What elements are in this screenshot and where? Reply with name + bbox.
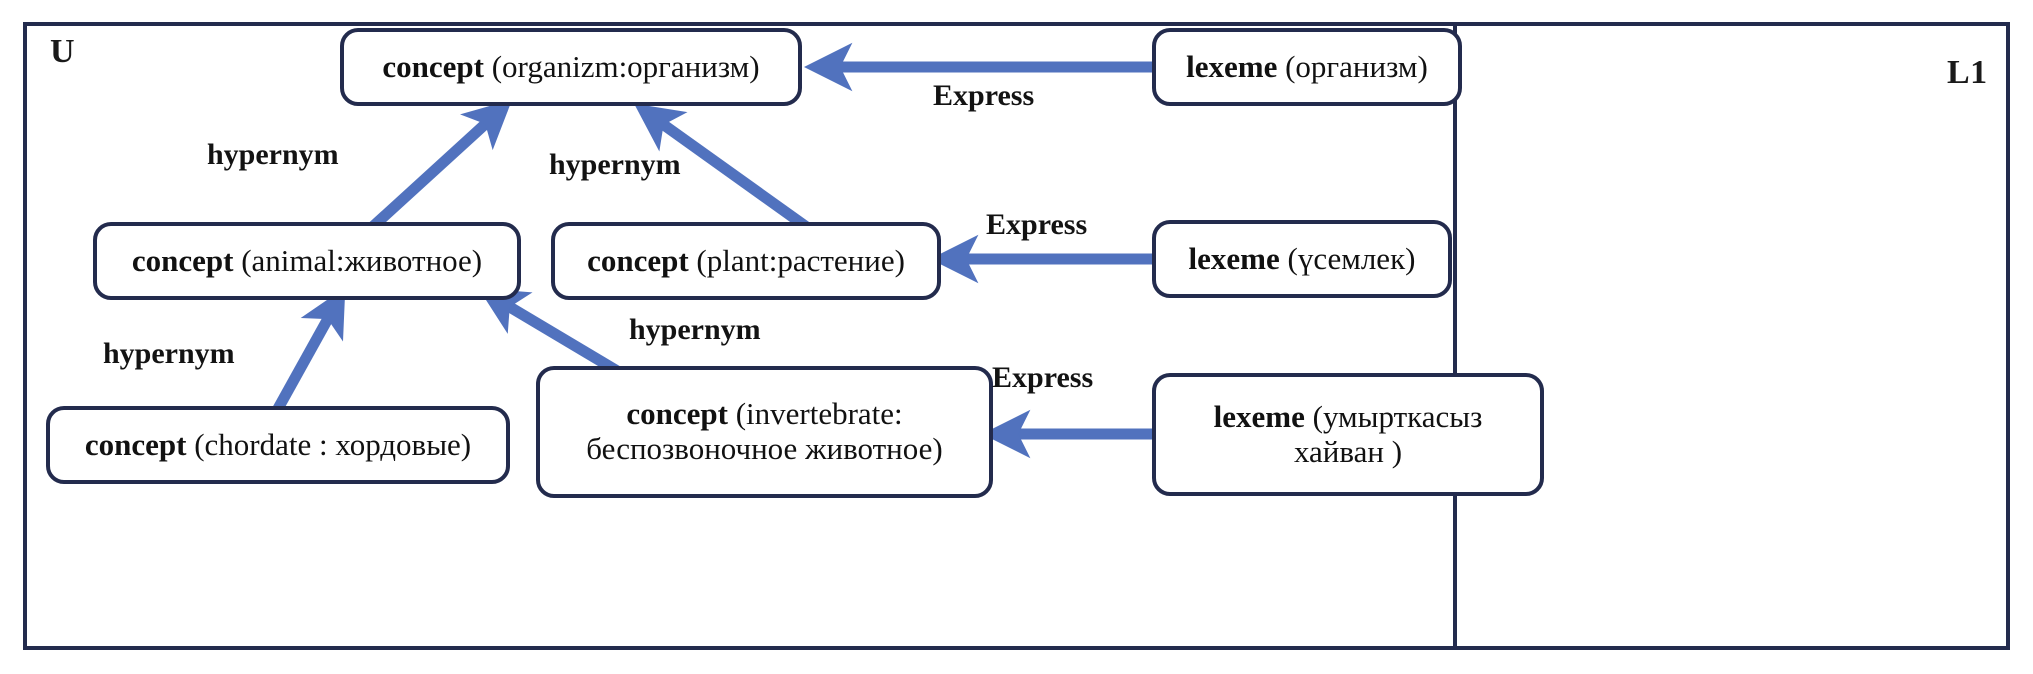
node-lexeme-umyrtkasyz[interactable]: lexeme (умырткасыз хайван ) xyxy=(1152,373,1544,496)
edge-label-hypernym-invertebrate: hypernym xyxy=(629,313,761,346)
node-kind-label: concept xyxy=(131,242,242,278)
node-kind-label: lexeme xyxy=(1188,240,1288,276)
node-kind-label: lexeme xyxy=(1213,398,1313,434)
node-kind-label: concept xyxy=(626,396,736,432)
node-lexeme-organizm[interactable]: lexeme (организм) xyxy=(1152,28,1462,106)
node-kind-label: concept xyxy=(84,426,195,462)
node-value-label-line1: (умырткасыз xyxy=(1312,398,1483,434)
node-value-label: (animal:животное) xyxy=(241,242,483,278)
edge-label-hypernym-chordate: hypernym xyxy=(103,337,235,370)
node-concept-animal-text: concept (animal:животное) xyxy=(131,242,483,279)
node-kind-label: concept xyxy=(382,48,492,84)
space-label-l1: L1 xyxy=(1947,54,1988,91)
edge-label-hypernym-plant: hypernym xyxy=(549,148,681,181)
node-concept-chordate[interactable]: concept (chordate : хордовые) xyxy=(46,406,510,484)
node-value-label: (организм) xyxy=(1285,48,1428,84)
node-value-label-line2: беспозвоночное животное) xyxy=(586,431,943,466)
node-value-label-line2: хайван ) xyxy=(1293,433,1403,469)
node-kind-label: concept xyxy=(587,242,697,278)
node-lexeme-usemlek[interactable]: lexeme (үсемлек) xyxy=(1152,220,1452,298)
node-value-label: (үсемлек) xyxy=(1287,240,1416,276)
space-label-u: U xyxy=(50,33,76,70)
node-concept-organizm[interactable]: concept (organizm:организм) xyxy=(340,28,802,106)
node-concept-invertebrate-text: concept (invertebrate: беспозвоночное жи… xyxy=(586,396,943,466)
node-lexeme-organizm-text: lexeme (организм) xyxy=(1186,48,1428,85)
node-concept-invertebrate[interactable]: concept (invertebrate: беспозвоночное жи… xyxy=(536,366,993,498)
edge-label-express-organizm: Express xyxy=(933,79,1035,112)
node-value-label: (plant:растение) xyxy=(696,242,905,278)
node-value-label: (chordate : хордовые) xyxy=(194,426,472,462)
node-value-label: (organizm:организм) xyxy=(491,48,760,84)
edge-label-express-plant: Express xyxy=(986,208,1088,241)
node-concept-plant[interactable]: concept (plant:растение) xyxy=(551,222,941,300)
node-concept-organizm-text: concept (organizm:организм) xyxy=(382,48,760,85)
node-value-label-line1: (invertebrate: xyxy=(735,396,903,432)
node-lexeme-umyrtkasyz-text: lexeme (умырткасыз хайван ) xyxy=(1213,398,1483,469)
edge-label-hypernym-animal: hypernym xyxy=(207,138,339,171)
node-lexeme-usemlek-text: lexeme (үсемлек) xyxy=(1188,240,1416,277)
node-concept-chordate-text: concept (chordate : хордовые) xyxy=(84,426,472,463)
node-concept-plant-text: concept (plant:растение) xyxy=(587,242,905,279)
node-kind-label: lexeme xyxy=(1186,48,1286,84)
space-divider xyxy=(1453,24,1457,648)
node-concept-animal[interactable]: concept (animal:животное) xyxy=(93,222,521,300)
edge-label-express-invertebrate: Express xyxy=(992,361,1094,394)
diagram-outer-frame xyxy=(23,22,2010,650)
